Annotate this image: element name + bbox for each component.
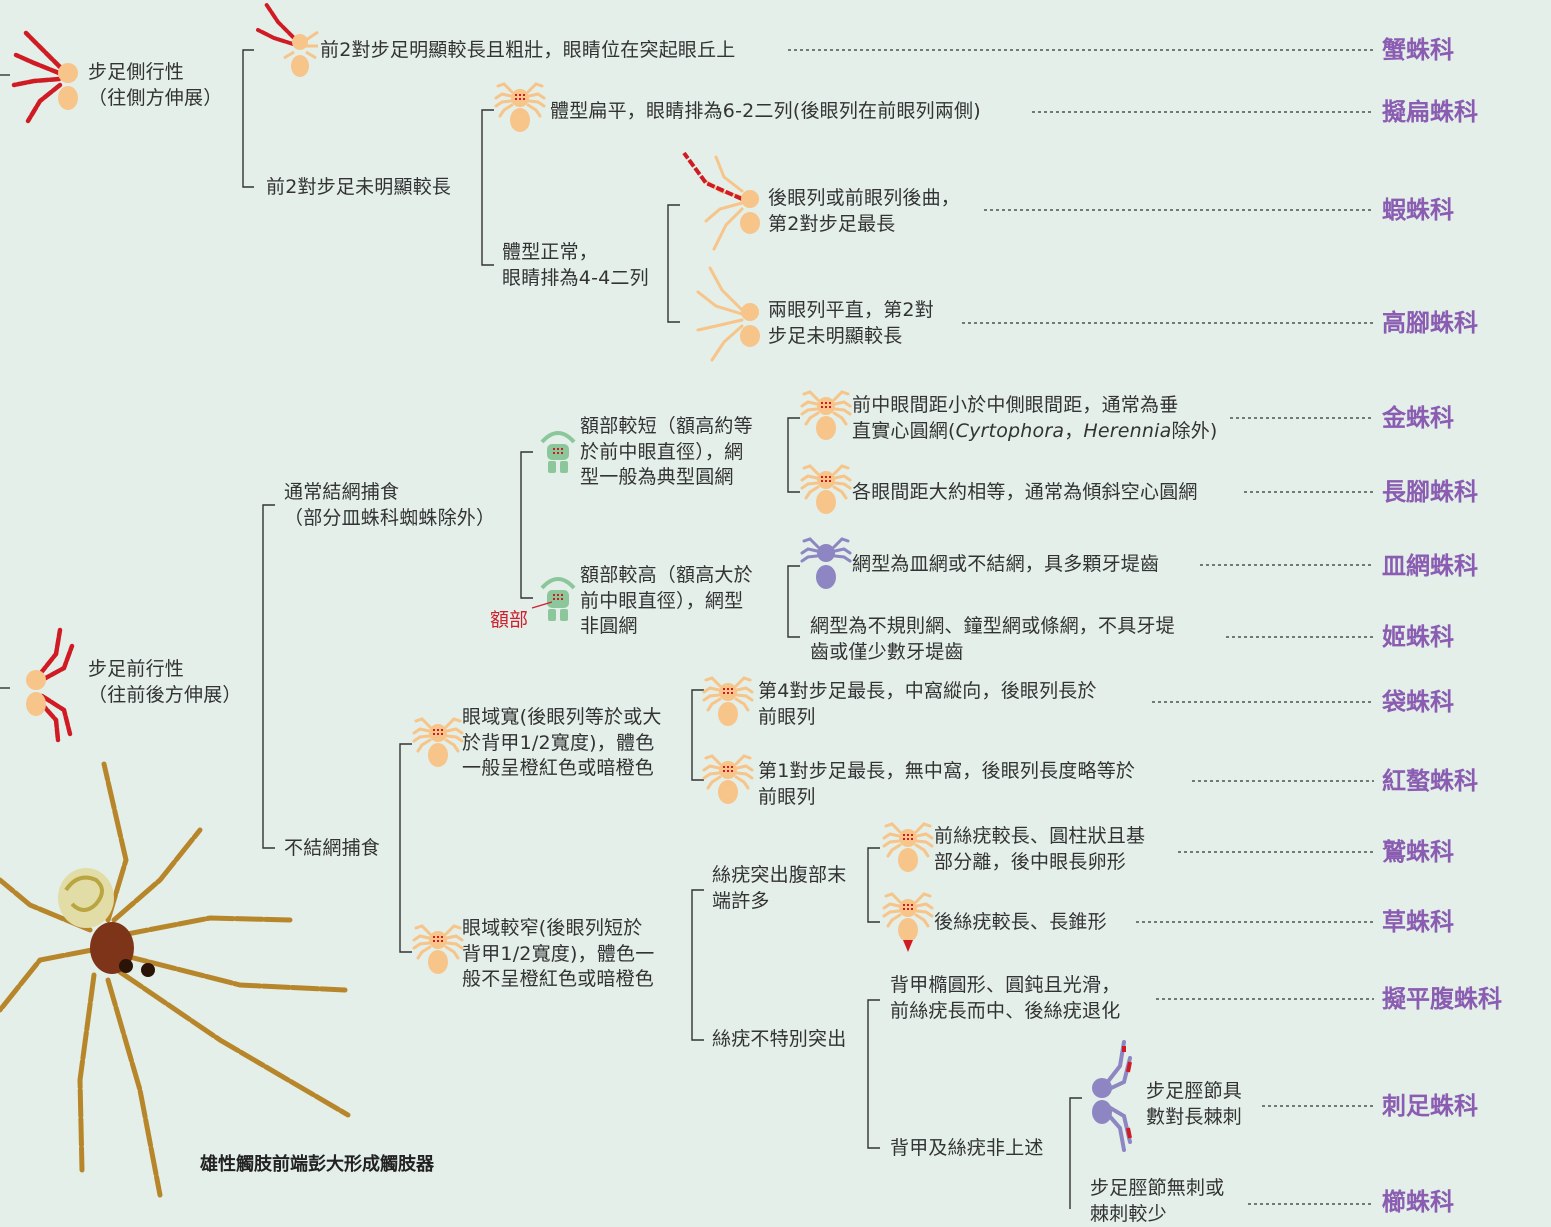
short-clypeus-icon xyxy=(540,431,576,473)
frontal-pointer xyxy=(531,601,553,609)
family-spiny: 刺足蛛科 xyxy=(1382,1092,1478,1120)
spiny-leg-spider-icon xyxy=(1092,1040,1132,1152)
family-flat: 擬扁蛛科 xyxy=(1382,98,1478,126)
oval-carapace-label: 背甲橢圓形、圓鈍且光滑， 前絲疣長而中、後絲疣退化 xyxy=(890,974,1121,1022)
family-comb: 姬蛛科 xyxy=(1382,623,1454,651)
photo-caption: 雄性觸肢前端彭大形成觸肢器 xyxy=(200,1154,434,1175)
frontal-label: 額部 xyxy=(490,609,529,631)
giant-crab-spider-icon xyxy=(696,266,760,362)
posterior-spinnerets-label: 後絲疣較長、長錐形 xyxy=(934,911,1107,933)
tibia-spines-label: 步足脛節具 數對長棘刺 xyxy=(1146,1080,1243,1128)
huntsman-spider-icon xyxy=(682,151,760,251)
leader-lines xyxy=(788,49,1374,1205)
family-giant-crab: 高腳蛛科 xyxy=(1382,309,1478,337)
tall-clypeus-icon xyxy=(540,577,576,621)
pincer-spider-icon xyxy=(704,756,752,804)
wide-eye-area-label: 眼域寬(後眼列等於或大 於背甲1/2寬度)，體色 一般呈橙紅色或暗橙色 xyxy=(462,706,662,779)
ground-spider-icon xyxy=(884,824,932,872)
short-clypeus-label: 額部較短（額高約等 於前中眼直徑），網 型一般為典型圓網 xyxy=(580,415,753,488)
family-sheet: 皿網蛛科 xyxy=(1382,552,1478,580)
leg1-longest-label: 第1對步足最長，無中窩，後眼列長度略等於 前眼列 xyxy=(758,760,1136,808)
long-jawed-spider-icon xyxy=(802,466,850,514)
narrow-eye-area-label: 眼域較窄(後眼列短於 背甲1/2寬度)，體色一 般不呈橙紅色或暗橙色 xyxy=(462,917,655,990)
spider-photo xyxy=(0,761,351,1198)
sheet-web-label: 網型為皿網或不結網，具多顆牙堤齒 xyxy=(852,553,1160,575)
normal-body-label: 體型正常， 眼睛排為4-4二列 xyxy=(502,241,649,289)
flat-spider-icon xyxy=(496,84,544,132)
family-pincer: 紅螯蛛科 xyxy=(1382,767,1478,795)
spinnerets-not-protrude-label: 絲疣不特別突出 xyxy=(712,1028,847,1050)
family-flatbelly: 擬平腹蛛科 xyxy=(1382,985,1502,1013)
no-web-label: 不結網捕食 xyxy=(284,837,381,859)
straight-eyes-label: 兩眼列平直，第2對 步足未明顯較長 xyxy=(768,299,934,347)
lateral-gait-label: 步足側行性 （往側方伸展） xyxy=(88,61,223,109)
family-wolf: 櫛蛛科 xyxy=(1382,1188,1454,1216)
spinnerets-protrude-label: 絲疣突出腹部末 端許多 xyxy=(712,864,847,912)
leg4-longest-label: 第4對步足最長，中窩縱向，後眼列長於 前眼列 xyxy=(758,680,1097,728)
family-crab: 蟹蛛科 xyxy=(1382,36,1454,64)
flat-body-label: 體型扁平，眼睛排為6-2二列(後眼列在前眼列兩側) xyxy=(550,100,981,122)
family-grass: 草蛛科 xyxy=(1382,908,1454,936)
irregular-web-label: 網型為不規則網、鐘型網或條網，不具牙堤 齒或僅少數牙堤齒 xyxy=(810,615,1175,663)
recurved-eyes-label: 後眼列或前眼列後曲， 第2對步足最長 xyxy=(768,187,961,235)
family-long-jawed: 長腳蛛科 xyxy=(1382,478,1478,506)
wide-eye-spider-icon xyxy=(414,719,462,767)
front-legs-not-longer-label: 前2對步足未明顯較長 xyxy=(266,176,452,198)
tibia-no-spines-label: 步足脛節無刺或 棘刺較少 xyxy=(1090,1177,1225,1225)
forward-gait-label: 步足前行性 （往前後方伸展） xyxy=(88,658,242,706)
sheet-spider-icon xyxy=(800,537,852,589)
anterior-spinnerets-label: 前絲疣較長、圓柱狀且基 部分離，後中眼長卵形 xyxy=(934,825,1146,873)
front-legs-longer-label: 前2對步足明顯較長且粗壯，眼睛位在突起眼丘上 xyxy=(320,39,736,61)
connector-lines xyxy=(0,49,1082,1209)
grass-spider-icon xyxy=(884,894,932,942)
spider-forward-icon xyxy=(26,627,75,743)
web-builder-label: 通常結網捕食 （部分皿蛛科蜘蛛除外） xyxy=(284,481,496,529)
crab-spider-icon xyxy=(256,2,319,77)
other-carapace-label: 背甲及絲疣非上述 xyxy=(890,1137,1044,1159)
equal-spacing-label: 各眼間距大約相等，通常為傾斜空心圓網 xyxy=(852,481,1198,503)
spider-lateral-icon xyxy=(11,30,78,124)
family-ground: 鷲蛛科 xyxy=(1382,838,1454,866)
family-orb: 金蛛科 xyxy=(1382,404,1454,432)
narrow-eye-spider-icon xyxy=(414,926,462,974)
sac-spider-icon xyxy=(704,678,752,726)
family-sac: 袋蛛科 xyxy=(1382,688,1454,716)
tall-clypeus-label: 額部較高（額高大於 前中眼直徑），網型 非圓網 xyxy=(580,564,753,637)
spinneret-mark xyxy=(903,940,913,952)
anterior-median-spacing-label: 前中眼間距小於中側眼間距，通常為垂 直實心圓網(Cyrtophora，Heren… xyxy=(852,394,1218,442)
orb-spider-icon xyxy=(802,392,850,440)
family-huntsman: 蝦蛛科 xyxy=(1382,196,1454,224)
